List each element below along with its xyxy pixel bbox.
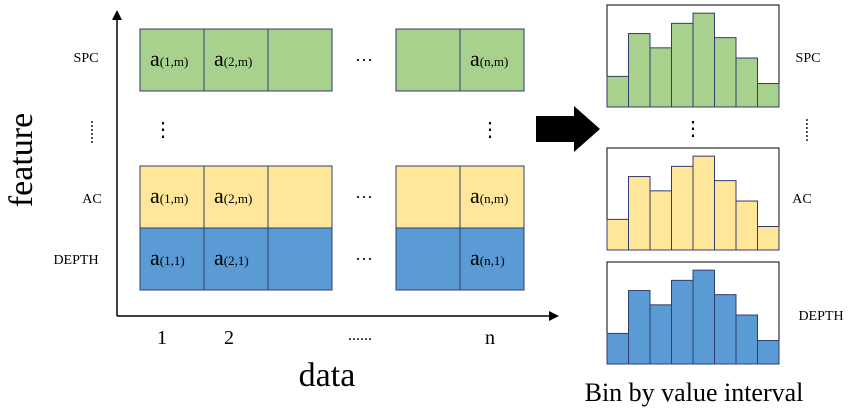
row-ac-ellipsis: ··· [355, 187, 373, 207]
x-tick-2: 2 [224, 327, 234, 349]
histogram-depth-bar-7 [735, 314, 758, 365]
x-axis-title: data [299, 357, 356, 394]
histogram-spc-bar-5 [692, 12, 715, 108]
histogram-spc-bar-6 [714, 37, 737, 108]
matrix-row-spc [139, 28, 525, 92]
histogram-ac-bar-8 [757, 226, 780, 251]
histogram-spc-bar-3 [649, 47, 672, 108]
cell-depth-n-text: a(n,1) [470, 245, 505, 270]
cell-spc-n1 [395, 28, 461, 92]
histogram-ac-bar-2 [628, 176, 651, 251]
histogram-label-depth: DEPTH [798, 309, 843, 324]
histogram-ac-bar-3 [649, 190, 672, 251]
histogram-spc-bar-7 [735, 57, 758, 108]
cell-ac-n-text: a(n,m) [470, 183, 508, 208]
matrix-row-ac [139, 165, 525, 229]
histogram-spc [606, 12, 780, 108]
histogram-depth-bar-5 [692, 269, 715, 365]
transform-arrow [536, 106, 600, 152]
histogram-depth-bar-8 [757, 340, 780, 365]
cell-ac-1-text: a(1,m) [150, 183, 188, 208]
row-label-depth: DEPTH [53, 253, 98, 268]
cell-ac-n [459, 165, 525, 229]
x-tick-n: n [485, 327, 495, 349]
cell-spc-1-text: a(1,m) [150, 46, 188, 71]
x-tick-1: 1 [157, 327, 167, 349]
cell-depth-2-text: a(2,1) [214, 245, 249, 270]
row-depth-ellipsis: ··· [355, 249, 373, 269]
histogram-caption: Bin by value interval [585, 378, 804, 407]
histogram-spc-bar-1 [606, 75, 629, 108]
histogram-spc-bar-8 [757, 83, 780, 108]
matrix-row-depth [139, 227, 525, 291]
histogram-vdots: ⋮ [683, 118, 703, 140]
histogram-depth-bar-1 [606, 332, 629, 365]
cell-depth-1-text: a(1,1) [150, 245, 185, 270]
cell-spc-2-text: a(2,m) [214, 46, 252, 71]
x-tick-dots: ...... [348, 327, 372, 344]
matrix-vdots-right: ⋮ [480, 119, 500, 141]
cell-spc-3 [267, 28, 333, 92]
cell-spc-n-text: a(n,m) [470, 46, 508, 71]
histogram-spc-bar-2 [628, 33, 651, 108]
histogram-label-dots: ...... [802, 118, 819, 142]
histogram-ac-bar-1 [606, 218, 629, 251]
cell-depth-n [459, 227, 525, 291]
cell-spc-n [459, 28, 525, 92]
cell-ac-3 [267, 165, 333, 229]
row-label-ac: AC [82, 192, 101, 207]
cell-ac-2-text: a(2,m) [214, 183, 252, 208]
histogram-depth-bar-3 [649, 304, 672, 365]
y-axis-title: feature [3, 113, 40, 207]
histogram-depth-bar-4 [671, 279, 694, 365]
histogram-ac [606, 155, 780, 251]
histogram-label-ac: AC [792, 192, 811, 207]
histogram-ac-bar-7 [735, 200, 758, 251]
row-spc-ellipsis: ··· [355, 50, 373, 70]
cell-depth-3 [267, 227, 333, 291]
cell-spc-1 [139, 28, 205, 92]
cell-ac-n1 [395, 165, 461, 229]
row-label-spc: SPC [74, 51, 99, 66]
histogram-ac-bar-4 [671, 165, 694, 251]
histogram-depth-bar-2 [628, 290, 651, 365]
cell-depth-1 [139, 227, 205, 291]
histogram-label-spc: SPC [796, 51, 821, 66]
cell-spc-2 [203, 28, 269, 92]
matrix-vdots-left: ⋮ [153, 119, 173, 141]
cell-depth-2 [203, 227, 269, 291]
histogram-spc-bar-4 [671, 22, 694, 108]
cell-depth-n1 [395, 227, 461, 291]
histogram-ac-bar-5 [692, 155, 715, 251]
histogram-ac-bar-6 [714, 180, 737, 251]
row-label-vertical-dots: ...... [87, 120, 104, 144]
histogram-depth-bar-6 [714, 294, 737, 365]
histogram-depth [606, 269, 780, 365]
